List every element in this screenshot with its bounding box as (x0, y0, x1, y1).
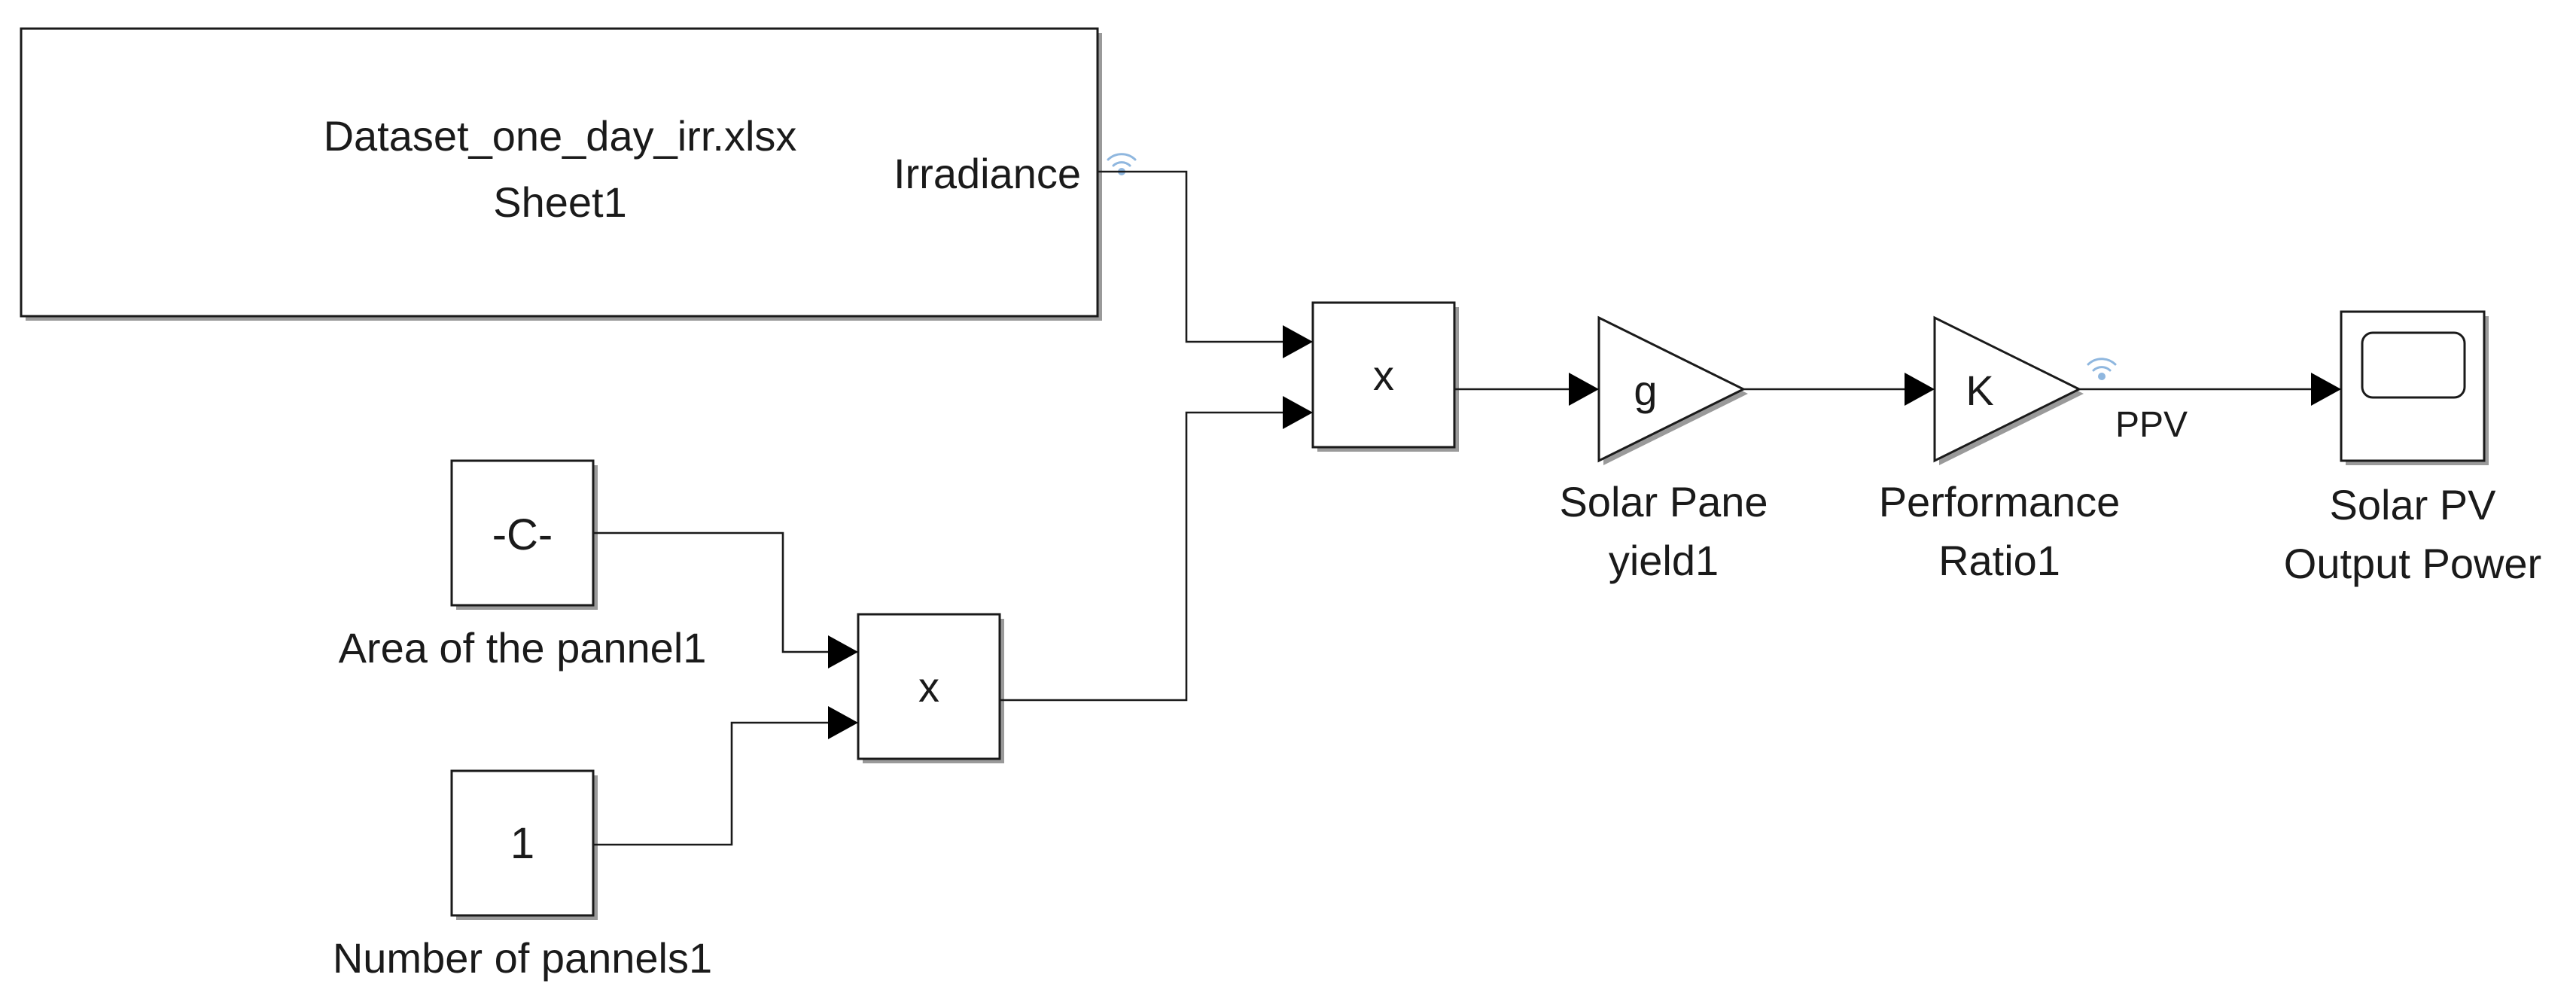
gain-yield-glyph: g (1634, 367, 1657, 414)
product-area-count-block[interactable]: x (857, 613, 1004, 763)
gain-ratio-glyph: K (1965, 367, 1993, 414)
scope-label-line1: Solar PV (2330, 481, 2497, 528)
arrow-product-main-in2 (1283, 396, 1313, 429)
from-spreadsheet-block[interactable]: Dataset_one_day_irr.xlsx Sheet1 Irradian… (20, 27, 1102, 321)
scope-block[interactable] (2340, 310, 2489, 465)
arrow-gain-ratio-in (1905, 373, 1935, 406)
gain-ratio-label-line2: Ratio1 (1938, 537, 2060, 584)
ppv-logging-icon[interactable] (2087, 358, 2117, 380)
irradiance-port-label: Irradiance (894, 150, 1081, 197)
signal-area-count-product[interactable] (1000, 411, 1284, 702)
gain-yield-label-line1: Solar Pane (1559, 478, 1768, 525)
arrow-product-main-in1 (1283, 325, 1313, 358)
arrow-product-area-in2 (828, 706, 858, 739)
constant-area-block[interactable]: -C- (450, 459, 598, 610)
constant-area-glyph: -C- (492, 510, 553, 559)
scope-screen-icon (2361, 331, 2466, 399)
arrow-product-area-in1 (828, 635, 858, 668)
product-main-block[interactable]: x (1311, 301, 1459, 452)
constant-count-label: Number of pannels1 (333, 934, 712, 982)
signal-constant-count[interactable] (593, 721, 830, 846)
spreadsheet-sheet: Sheet1 (493, 178, 627, 226)
arrow-scope-in (2311, 373, 2341, 406)
gain-yield-block[interactable]: g (1597, 315, 1748, 465)
scope-label-line2: Output Power (2284, 540, 2541, 587)
signal-logging-icon[interactable] (1107, 153, 1137, 175)
arrow-gain-yield-in (1569, 373, 1599, 406)
gain-ratio-label-line1: Performance (1879, 478, 2121, 525)
constant-count-block[interactable]: 1 (450, 769, 598, 920)
spreadsheet-filename: Dataset_one_day_irr.xlsx (324, 112, 797, 160)
gain-ratio-block[interactable]: K (1933, 315, 2084, 465)
constant-count-glyph: 1 (510, 819, 534, 868)
signal-constant-area[interactable] (593, 531, 830, 653)
product-area-count-glyph: x (918, 663, 939, 711)
gain-yield-label-line2: yield1 (1609, 537, 1719, 584)
signal-irradiance[interactable] (1098, 170, 1284, 343)
product-main-glyph: x (1373, 352, 1394, 399)
ppv-signal-label: PPV (2115, 405, 2188, 445)
constant-area-label: Area of the pannel1 (339, 624, 707, 671)
